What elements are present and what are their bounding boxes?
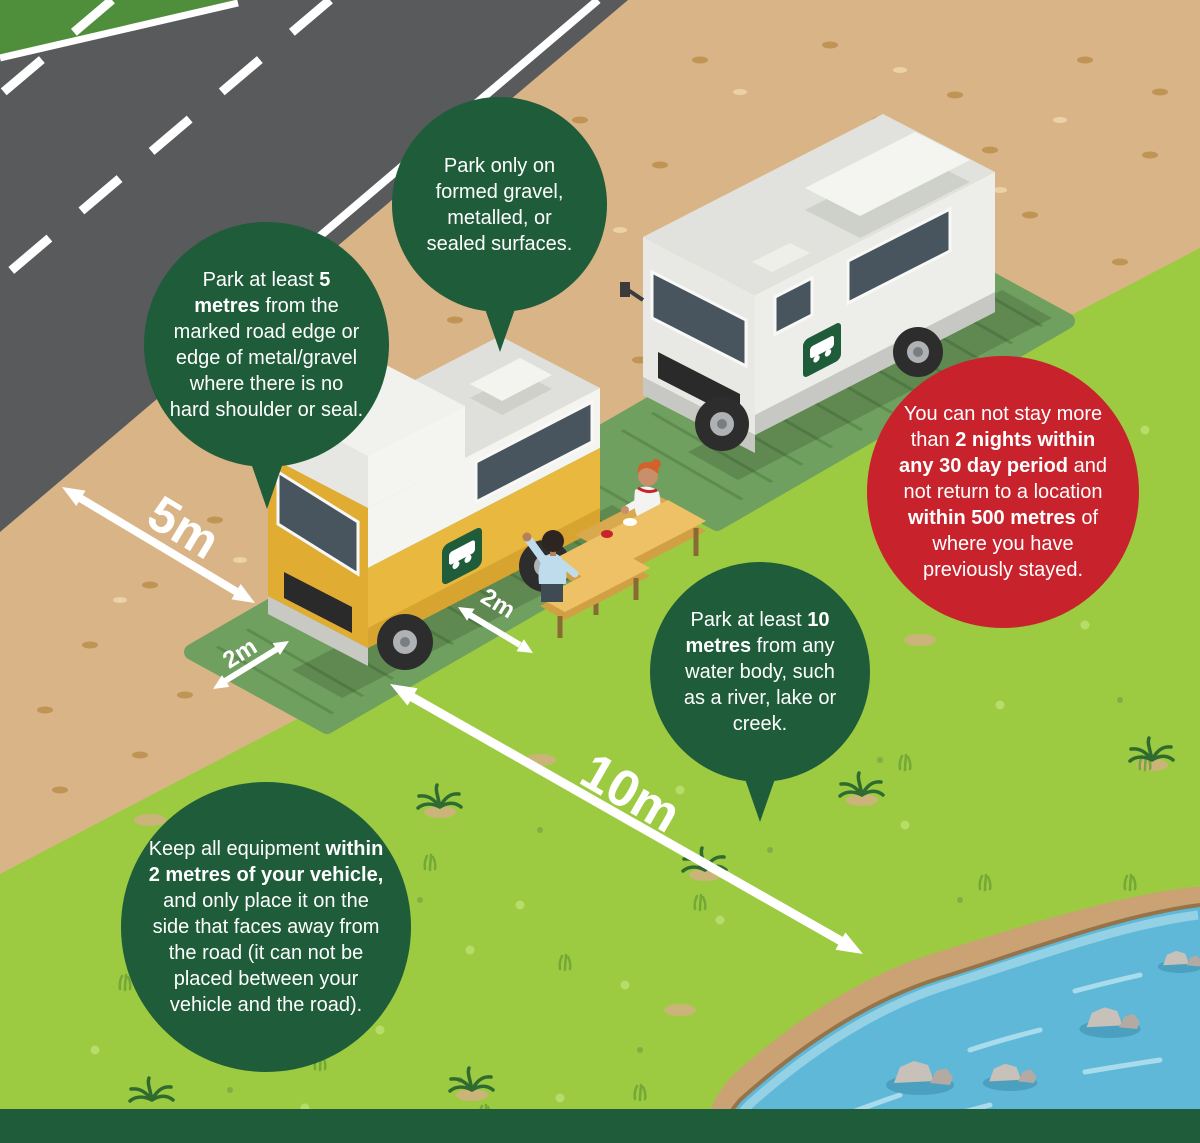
rule-bubble-stay-limit: You can not stay more than 2 nights with… — [867, 356, 1139, 628]
river — [702, 887, 1200, 1143]
rule-bubble-water-distance: Park at least 10 metres from any water b… — [650, 562, 870, 822]
white-campervan — [620, 114, 995, 453]
table-top — [552, 500, 706, 581]
arrow-10m — [390, 684, 863, 954]
grille — [284, 572, 352, 633]
picnic-table — [522, 459, 706, 638]
roof-vent — [752, 243, 810, 272]
measurement-arrows — [62, 487, 863, 954]
bumper — [268, 596, 368, 666]
rule-bubble-road-distance: Park at least 5 metres from the marked r… — [144, 222, 389, 509]
bubble-tail — [744, 776, 776, 822]
roof-pod — [805, 132, 970, 216]
campervan-logo-icon — [442, 527, 482, 585]
arrow-2m-side — [458, 607, 533, 653]
bubble-tail — [250, 463, 283, 509]
white-campervan-shadow — [688, 290, 1052, 480]
water — [714, 905, 1200, 1143]
head — [542, 530, 564, 552]
road-centre-line — [0, 0, 333, 284]
road-edge-line-far — [0, 0, 239, 62]
bubble-text: Park at least 10 metres from any water b… — [683, 609, 837, 735]
road-lane-line — [0, 0, 115, 99]
door-window — [773, 275, 814, 337]
bubble-text: Park only on formed gravel, metalled, or… — [426, 154, 573, 255]
roof-pod — [470, 358, 552, 401]
bubble-text: Keep all equipment within 2 metres of yo… — [148, 838, 384, 1016]
water-edge — [712, 903, 1200, 1143]
footer-bar — [0, 1109, 1200, 1143]
bubble-text: You can not stay more than 2 nights with… — [899, 403, 1107, 581]
bubble-tail — [483, 306, 516, 352]
bubble-text: Park at least 5 metres from the marked r… — [169, 268, 364, 421]
side-window — [474, 399, 594, 505]
hair-bun — [651, 459, 661, 469]
camper-person-sitting — [522, 530, 579, 602]
side-window — [846, 206, 952, 306]
arrow-5m — [62, 487, 255, 603]
rule-bubble-equipment: Keep all equipment within 2 metres of yo… — [121, 782, 411, 1072]
arrow-2m-front — [213, 641, 289, 689]
near-bench — [540, 554, 650, 612]
side-mirror — [620, 282, 630, 297]
rule-bubble-surfaces: Park only on formed gravel, metalled, or… — [392, 97, 607, 352]
campervan-logo-icon — [803, 323, 841, 377]
cabover-side — [368, 406, 465, 508]
windshield — [650, 269, 748, 369]
head — [638, 466, 658, 486]
camper-person-standing — [621, 459, 661, 522]
